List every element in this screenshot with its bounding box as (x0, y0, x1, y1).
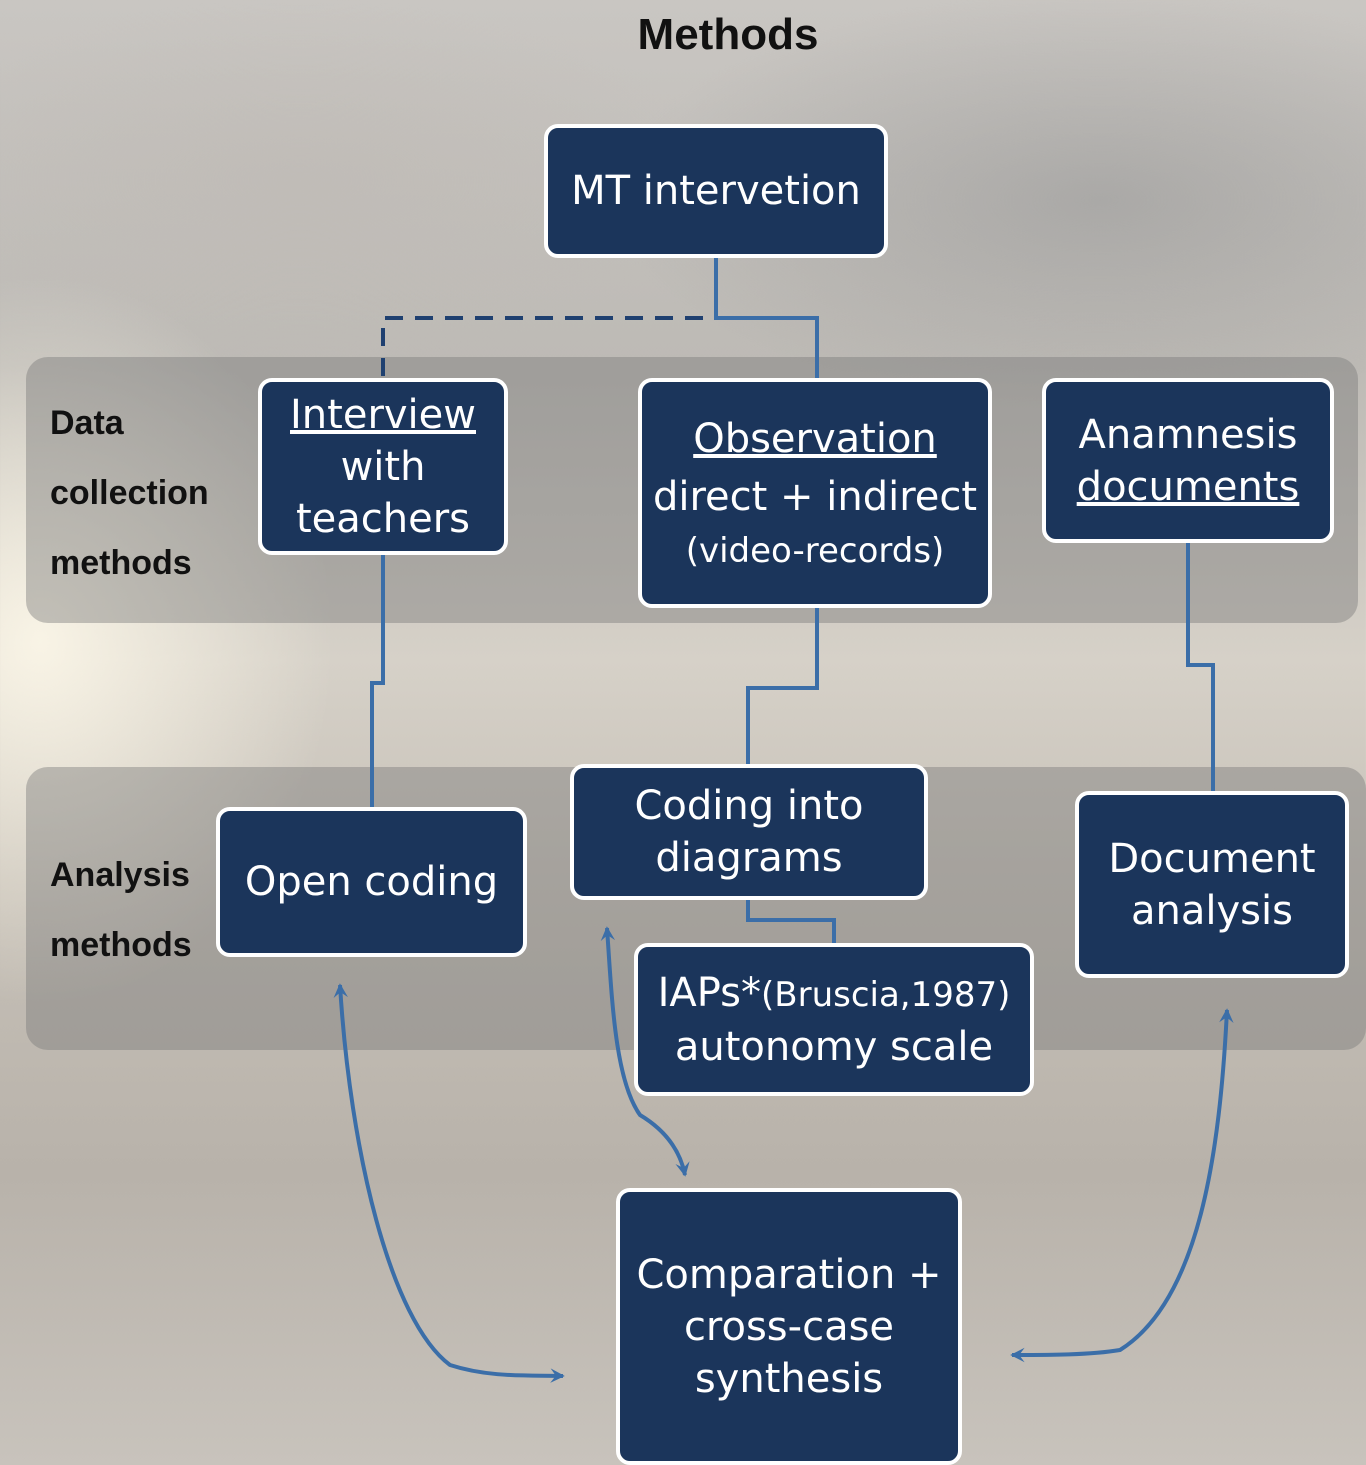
analysis-label-line: Analysis (50, 856, 190, 894)
iaps-text: autonomy scale (674, 1023, 994, 1070)
interview-node: Interview with teachers (258, 378, 508, 555)
interview-title: Interview (290, 391, 476, 438)
interview-text: with (340, 443, 426, 490)
document-analysis-text: Document (1108, 835, 1316, 882)
iaps-node: IAPs*(Bruscia,1987) autonomy scale (634, 943, 1034, 1096)
mt-intervention-node: MT intervetion (544, 124, 888, 258)
data-collection-label-line: Data (50, 404, 124, 442)
connector-observation-to-coding (746, 608, 819, 767)
observation-text: direct + indirect (652, 474, 978, 520)
connector-anamnesis-to-document (1186, 543, 1215, 791)
diagram-title: Methods (637, 10, 819, 59)
anamnesis-node: Anamnesis documents (1042, 378, 1334, 543)
observation-title: Observation (693, 416, 937, 462)
document-analysis-node: Document analysis (1075, 791, 1349, 978)
open-coding-node: Open coding (216, 807, 527, 957)
interview-text: teachers (295, 495, 471, 542)
arrow-open-coding-comparation (333, 983, 565, 1383)
observation-subtext: (video-records) (685, 531, 945, 571)
connector-interview-to-open-coding (370, 555, 385, 807)
data-collection-label: Data collection methods (50, 388, 209, 598)
document-analysis-text: analysis (1131, 887, 1293, 934)
coding-diagrams-text: diagrams (655, 835, 843, 881)
dashed-connector-mt-to-interview (381, 316, 703, 378)
coding-diagrams-text: Coding into (634, 783, 864, 829)
connector-mt-to-observation (714, 258, 819, 378)
connector-coding-to-iaps (746, 898, 836, 943)
comparation-text: Comparation + (636, 1251, 942, 1298)
coding-diagrams-node: Coding into diagrams (570, 764, 928, 900)
comparation-text: synthesis (694, 1355, 884, 1402)
arrow-document-comparation (1010, 1008, 1234, 1363)
data-collection-label-line: collection (50, 474, 209, 512)
iaps-line1: IAPs*(Bruscia,1987) (658, 967, 1011, 1021)
analysis-label-line: methods (50, 926, 192, 964)
comparation-node: Comparation + cross-case synthesis (616, 1188, 962, 1465)
open-coding-text: Open coding (244, 859, 499, 905)
iaps-citation: (Bruscia,1987) (761, 974, 1011, 1015)
anamnesis-title: documents (1076, 463, 1300, 510)
observation-node: Observation direct + indirect (video-rec… (638, 378, 992, 608)
iaps-title: IAPs* (657, 969, 761, 1016)
analysis-label: Analysis methods (50, 840, 192, 980)
anamnesis-text: Anamnesis (1078, 411, 1298, 458)
data-collection-label-line: methods (50, 544, 192, 582)
comparation-text: cross-case (683, 1303, 895, 1350)
mt-intervention-text: MT intervetion (571, 168, 861, 214)
arrow-coding-comparation (600, 926, 690, 1177)
